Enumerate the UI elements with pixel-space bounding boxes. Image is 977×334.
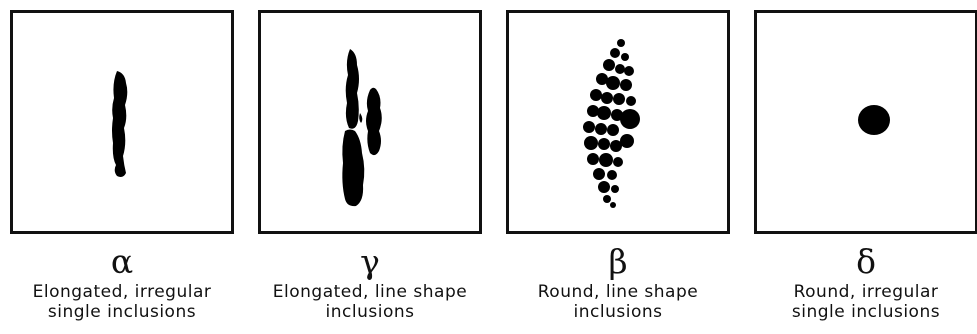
panel-delta <box>754 10 977 234</box>
caption-delta: δ Round, irregular single inclusions <box>736 242 977 322</box>
symbol-beta: β <box>488 242 748 282</box>
caption-beta-line1: Round, line shape <box>488 282 748 302</box>
caption-alpha-line2: single inclusions <box>0 302 252 322</box>
caption-delta-line2: single inclusions <box>736 302 977 322</box>
inclusion-beta-graphic <box>509 13 727 231</box>
inclusion-delta-graphic <box>757 13 975 231</box>
symbol-alpha: α <box>0 242 252 282</box>
panel-gamma <box>258 10 482 234</box>
caption-alpha-line1: Elongated, irregular <box>0 282 252 302</box>
caption-beta-line2: inclusions <box>488 302 748 322</box>
symbol-delta: δ <box>736 242 977 282</box>
caption-beta: β Round, line shape inclusions <box>488 242 748 322</box>
caption-gamma-line2: inclusions <box>240 302 500 322</box>
caption-delta-line1: Round, irregular <box>736 282 977 302</box>
panel-alpha <box>10 10 234 234</box>
symbol-gamma: γ <box>240 242 500 282</box>
caption-gamma-line1: Elongated, line shape <box>240 282 500 302</box>
panel-beta <box>506 10 730 234</box>
inclusion-alpha-graphic <box>13 13 231 231</box>
caption-gamma: γ Elongated, line shape inclusions <box>240 242 500 322</box>
inclusion-gamma-graphic <box>261 13 479 231</box>
caption-alpha: α Elongated, irregular single inclusions <box>0 242 252 322</box>
